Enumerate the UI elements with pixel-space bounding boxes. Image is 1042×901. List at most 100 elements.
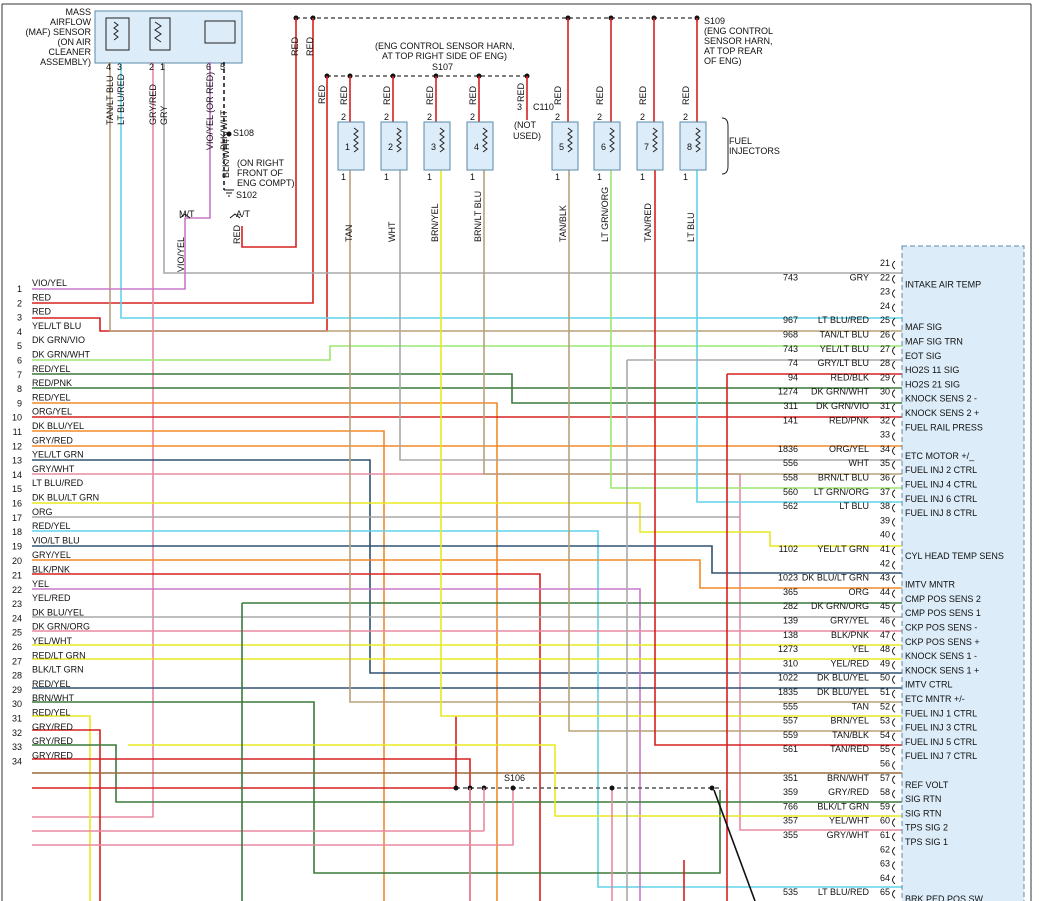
- coil-icon: [567, 127, 573, 153]
- pcm-wire-color: YEL/LT BLU: [820, 344, 869, 354]
- injector-pin-bottom: 1: [640, 172, 645, 182]
- pcm-pin-function: KNOCK SENS 2 +: [905, 408, 979, 418]
- pcm-circuit-number: 1835: [778, 687, 798, 697]
- pcm-pin-bracket: [892, 661, 896, 670]
- pcm-pin-function: HO2S 11 SIG: [905, 365, 959, 375]
- left-pin-number: 13: [12, 456, 22, 466]
- injector-signal-label: LT GRN/ORG: [600, 187, 610, 242]
- injector-signal-label: TAN/RED: [643, 203, 653, 242]
- left-pin-number: 20: [12, 556, 22, 566]
- pcm-pin-bracket: [892, 317, 896, 327]
- wire-gry-red-12: [32, 473, 902, 831]
- left-wire-color: DK BLU/LT GRN: [32, 493, 99, 503]
- pcm-pin-bracket: [892, 875, 896, 885]
- maf-title-3: (ON AIR: [57, 37, 91, 47]
- leader-line: [713, 789, 756, 901]
- s107-label: S107: [432, 62, 453, 72]
- pcm-pin-number: 54: [880, 730, 890, 740]
- pcm-pin-number: 49: [880, 658, 890, 668]
- pcm-wire-color: LT BLU: [839, 501, 869, 511]
- pcm-connector: [901, 245, 1025, 901]
- left-pin-number: 14: [12, 470, 22, 480]
- pcm-wire-color: DK GRN/ORG: [811, 601, 869, 611]
- left-pin-number: 33: [12, 742, 22, 752]
- left-pin-number: 30: [12, 699, 22, 709]
- pcm-pin-function: KNOCK SENS 1 -: [905, 651, 977, 661]
- coil-icon: [396, 127, 402, 153]
- injector-number: 2: [388, 142, 393, 152]
- injector-number: 7: [644, 142, 649, 152]
- harness-right-label-1: AT TOP RIGHT SIDE OF ENG): [382, 51, 507, 61]
- left-pin-number: 17: [12, 513, 22, 523]
- injector-body: [380, 121, 408, 171]
- pcm-pin-bracket: [892, 274, 896, 284]
- maf-pin-number: 2: [149, 62, 154, 72]
- pcm-pin-number: 58: [880, 787, 890, 797]
- pcm-pin-number: 34: [880, 444, 890, 454]
- pcm-pin-number: 26: [880, 330, 890, 340]
- injector-body: [551, 121, 579, 171]
- left-pin-number: 34: [12, 756, 22, 766]
- pcm-pin-number: 60: [880, 816, 890, 826]
- pcm-pin-function: CKP POS SENS -: [905, 623, 977, 633]
- left-wire-color: RED/PNK: [32, 378, 72, 388]
- not-used-label-0: (NOT: [514, 120, 536, 130]
- s109-label-4: OF ENG): [704, 56, 742, 66]
- at-label: A/T: [236, 209, 251, 219]
- pcm-wire-color: BRN/YEL: [830, 716, 869, 726]
- pcm-wire-color: YEL: [852, 644, 869, 654]
- pcm-pin-bracket: [892, 575, 896, 584]
- pcm-pin-number: 64: [880, 873, 890, 883]
- injector-feed-label: RED: [595, 85, 605, 105]
- left-pin-number: 25: [12, 628, 22, 638]
- injector-number: 6: [601, 142, 606, 152]
- pcm-pin-bracket: [892, 303, 896, 313]
- wire-label: RED: [290, 36, 300, 56]
- wire-label: RED: [516, 82, 526, 102]
- annotation-layer: (ENG CONTROL SENSOR HARN, AT TOP RIGHT S…: [179, 16, 780, 783]
- pcm-pin-number: 44: [880, 587, 890, 597]
- left-pin-number: 26: [12, 642, 22, 652]
- pcm-pin-bracket: [892, 675, 896, 685]
- pcm-circuit-number: 1274: [778, 387, 798, 397]
- left-wire-color: RED/YEL: [32, 521, 71, 531]
- maf-gry-wire: [163, 62, 902, 274]
- wire-dkblu-ltgrn: [32, 545, 902, 574]
- injector-body: [593, 121, 621, 171]
- inj8-ltblu: [696, 170, 902, 503]
- pcm-pin-bracket: [892, 889, 896, 899]
- left-pin-number: 23: [12, 599, 22, 609]
- pcm-circuit-number: 766: [783, 801, 798, 811]
- injector-pin-top: 2: [640, 112, 645, 122]
- pcm-pin-bracket: [892, 346, 896, 356]
- left-wire-color: RED/YEL: [32, 364, 71, 374]
- pcm-pin-number: 46: [880, 616, 890, 626]
- injector-signal-label: BRN/YEL: [430, 203, 440, 242]
- left-pin-number: 12: [12, 441, 22, 451]
- wire-yel-wht: [32, 715, 91, 901]
- inj3-brnyel: [440, 170, 902, 717]
- pcm-pin-number: 55: [880, 744, 890, 754]
- not-used-label-1: USED): [513, 131, 541, 141]
- left-wire-color: YEL: [32, 579, 49, 589]
- injector-pin-bottom: 1: [555, 172, 560, 182]
- pcm-circuit-number: 365: [783, 587, 798, 597]
- pcm-wire-color: TAN/RED: [830, 744, 869, 754]
- injector-pin-bottom: 1: [384, 172, 389, 182]
- pcm-wire-color: TAN: [852, 701, 869, 711]
- left-wire-color: YEL/LT GRN: [32, 450, 84, 460]
- pcm-pin-number: 30: [880, 387, 890, 397]
- pcm-pin-bracket: [892, 589, 896, 599]
- pcm-circuit-number: 555: [783, 701, 798, 711]
- pcm-pin-number: 25: [880, 315, 890, 325]
- pcm-pin-bracket: [892, 861, 896, 870]
- pcm-pin-function: ETC MNTR +/-: [905, 694, 965, 704]
- mt-label: M/T: [179, 209, 195, 219]
- pcm-pin-function: IMTV MNTR: [905, 580, 955, 590]
- pcm-pin-bracket: [892, 618, 896, 627]
- left-pin-number: 16: [12, 499, 22, 509]
- injector-body: [337, 121, 365, 171]
- pcm-pin-number: 47: [880, 630, 890, 640]
- left-pin-number: 11: [13, 427, 22, 437]
